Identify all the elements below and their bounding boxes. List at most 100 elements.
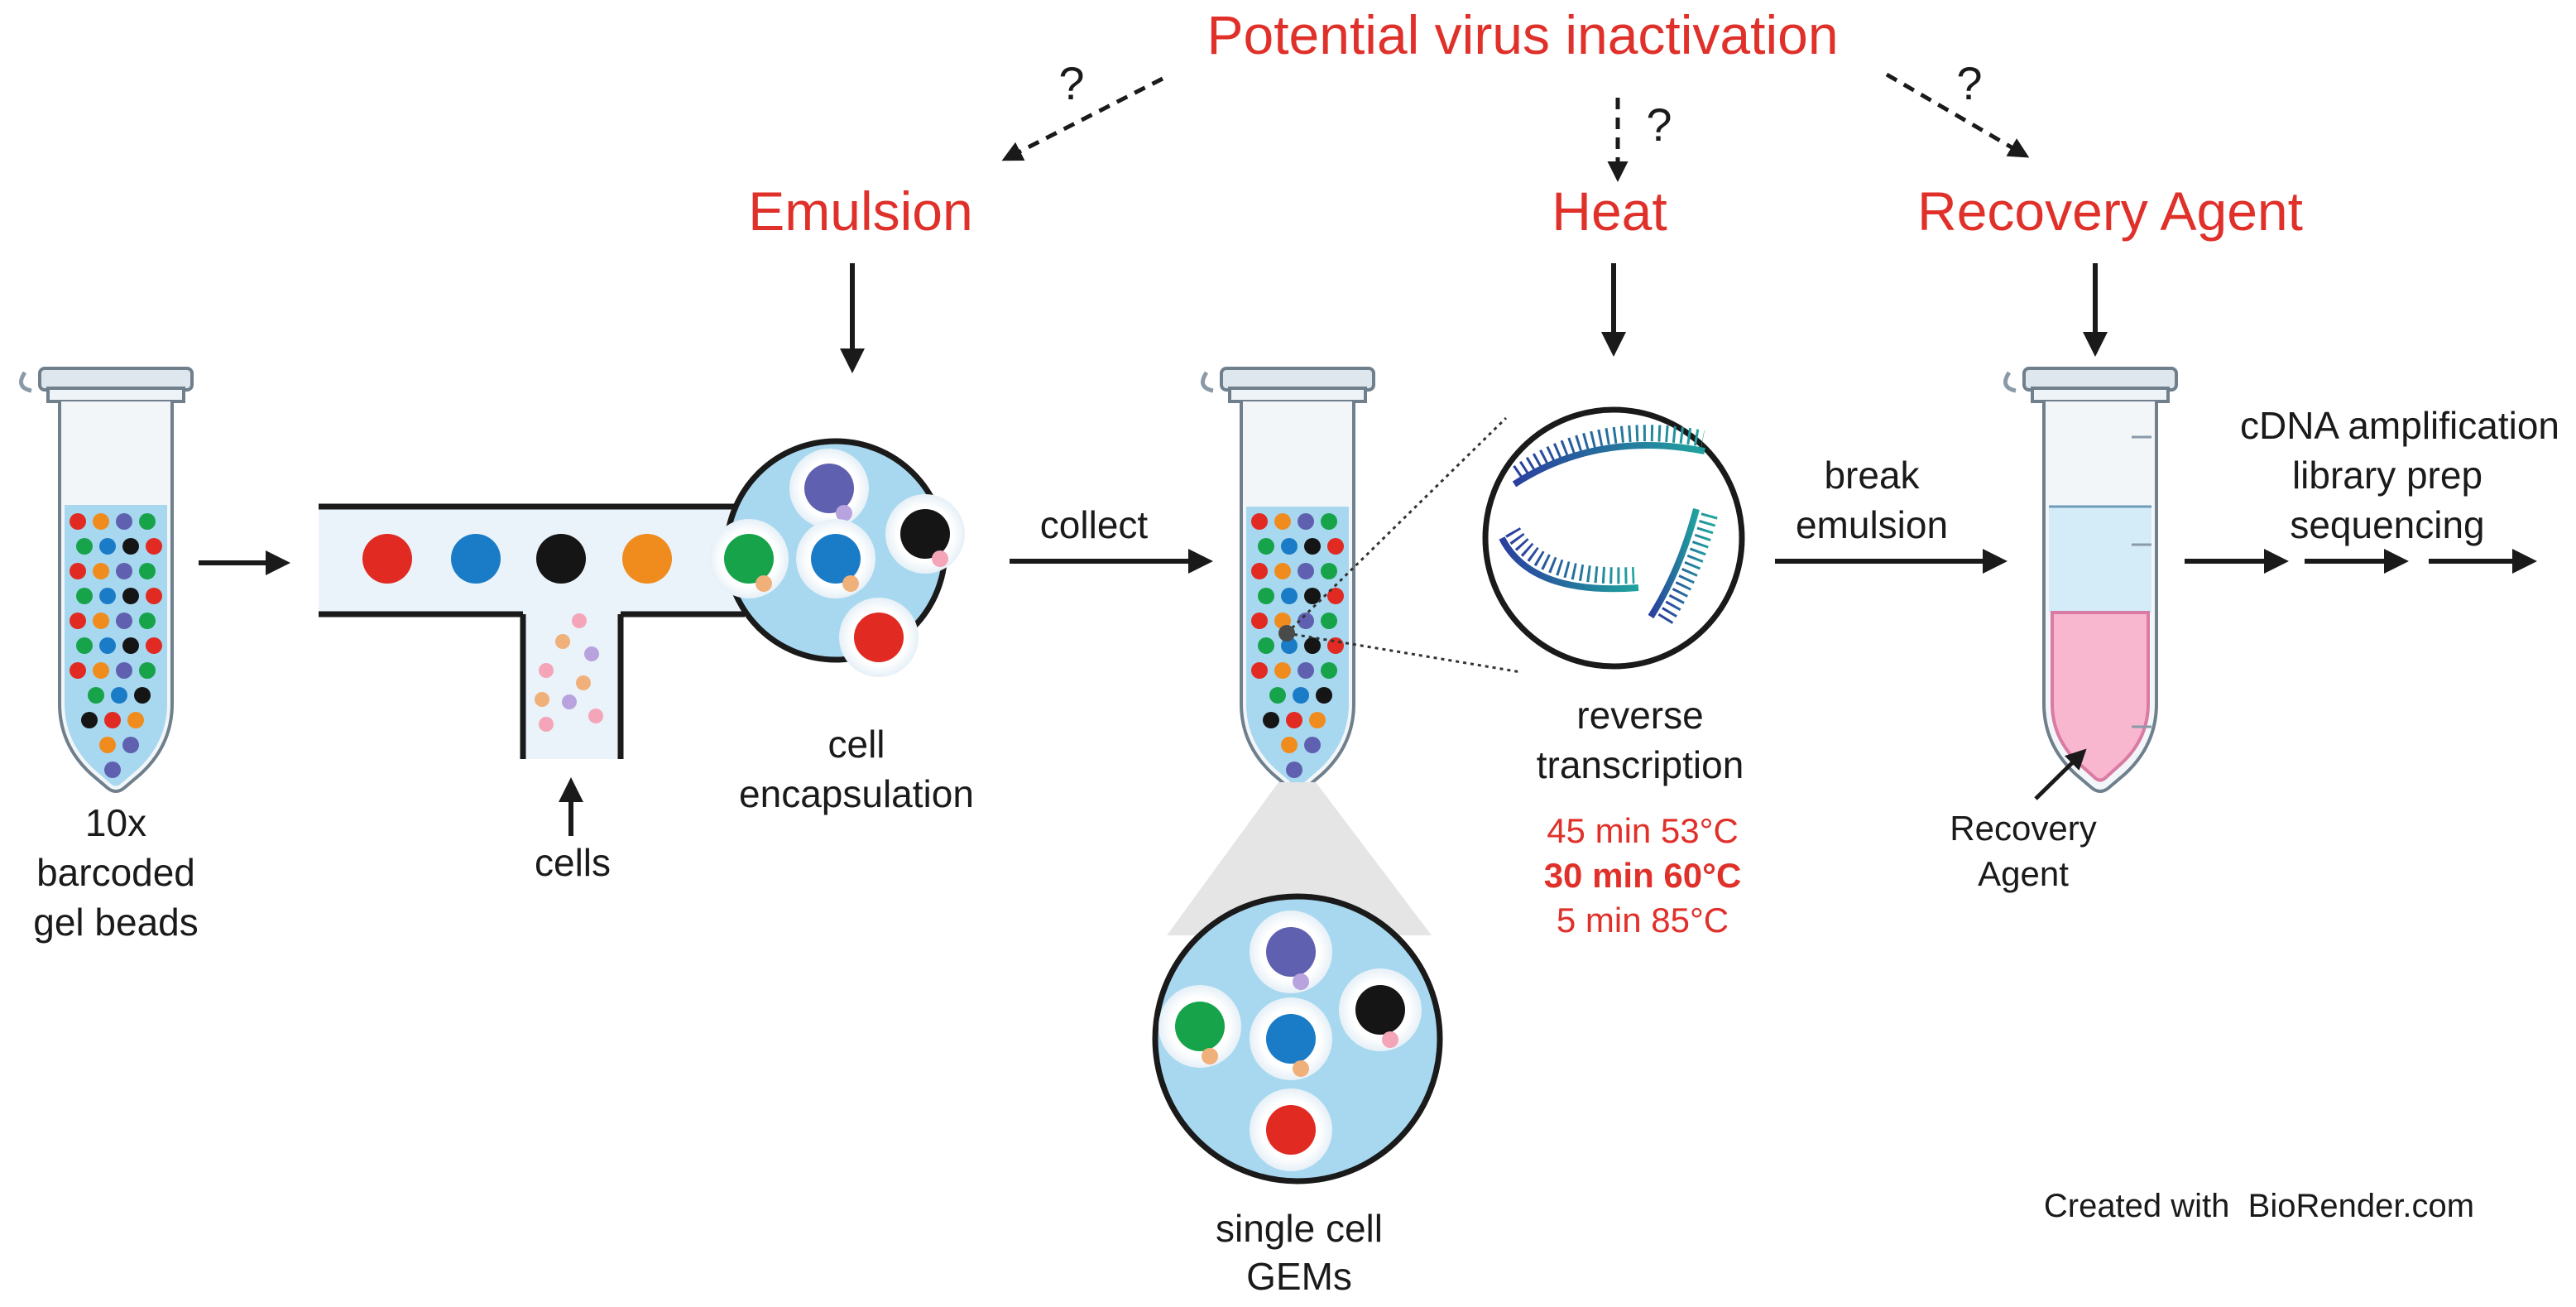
gem-bead (1266, 927, 1316, 977)
cell (562, 694, 577, 709)
gem-bead (1266, 1105, 1316, 1155)
gems-zoom-cone (1167, 782, 1432, 935)
label-cell-encapsulation-2: encapsulation (739, 772, 974, 815)
bead (1304, 737, 1321, 753)
reverse-transcription-zoom (1482, 406, 1745, 670)
bead (76, 538, 93, 555)
gem-cell (1382, 1031, 1398, 1048)
label-cells: cells (535, 841, 611, 884)
bead (99, 737, 116, 753)
label-gems-1: single cell (1216, 1207, 1383, 1250)
bead (1274, 563, 1291, 579)
bead (1251, 513, 1268, 530)
bead (134, 687, 151, 704)
droplet-cell (932, 550, 948, 567)
droplet-cell (842, 575, 859, 592)
bead (1293, 687, 1309, 704)
bead (122, 637, 139, 654)
diagram-title: Potential virus inactivation (1206, 4, 1838, 65)
bead (1327, 637, 1344, 654)
bead (1258, 588, 1274, 604)
bead (1286, 712, 1302, 728)
label-downstream-3: sequencing (2290, 503, 2484, 546)
bead (122, 588, 139, 604)
label-recovery-1: Recovery (1950, 809, 2096, 848)
label-recovery-2: Agent (1978, 854, 2069, 893)
bead (1281, 588, 1298, 604)
bead (99, 637, 116, 654)
bead (81, 712, 98, 728)
bead (1298, 662, 1314, 679)
droplet-bead (804, 464, 854, 513)
bead (1304, 538, 1321, 555)
bead (146, 588, 162, 604)
bead (116, 662, 132, 679)
question-mark-recovery: ? (1956, 57, 1982, 109)
droplet-bead (724, 534, 774, 584)
dashed-arrow-emulsion (1001, 76, 1164, 161)
bead (1263, 712, 1279, 728)
droplet-bead (811, 534, 861, 584)
channel-bead (451, 534, 501, 584)
gem-cell (1293, 1060, 1309, 1077)
bead (1298, 613, 1314, 629)
gem-bead (1355, 985, 1405, 1035)
bead (1281, 637, 1298, 654)
stage-emulsion: Emulsion (748, 180, 972, 242)
stage-heat: Heat (1552, 180, 1667, 242)
bead (70, 513, 86, 530)
dashed-arrow-recovery (1885, 72, 2030, 158)
bead (1251, 613, 1268, 629)
cell (576, 675, 591, 690)
cell (588, 709, 603, 723)
bead (1304, 588, 1321, 604)
bead (139, 613, 156, 629)
bead (116, 513, 132, 530)
arrow-recovery-agent-pointer (2034, 748, 2087, 800)
bead (93, 513, 109, 530)
bead (139, 513, 156, 530)
label-gems-2: GEMs (1246, 1255, 1352, 1298)
label-beads-1: 10x (85, 801, 146, 844)
label-break-2: emulsion (1796, 503, 1948, 546)
bead (122, 538, 139, 555)
bead (146, 637, 162, 654)
channel-beads (362, 534, 772, 584)
rt-zoom-line-1 (1285, 416, 1508, 635)
bead (99, 538, 116, 555)
gem-tube (1201, 367, 1375, 793)
bead (76, 637, 93, 654)
gem-bead (1266, 1014, 1316, 1064)
bead (139, 563, 156, 579)
droplet-bead (854, 613, 904, 662)
cell (555, 634, 570, 649)
bead (1298, 513, 1314, 530)
bead (1274, 662, 1291, 679)
droplet-cell (756, 575, 772, 592)
bead (1269, 687, 1286, 704)
cdna-strand-2 (1499, 526, 1639, 593)
label-beads-2: barcoded (36, 851, 195, 894)
bead (1258, 637, 1274, 654)
bead (1327, 588, 1344, 604)
label-rt-1: reverse (1576, 694, 1703, 737)
channel-bead (536, 534, 586, 584)
label-cell-encapsulation-1: cell (827, 723, 885, 766)
question-mark-heat: ? (1646, 99, 1672, 151)
label-rt-2: transcription (1537, 743, 1744, 786)
droplet-bead (900, 509, 950, 559)
bead (1321, 563, 1337, 579)
cell (535, 692, 549, 707)
bead (1281, 538, 1298, 555)
gem-cell (1293, 973, 1309, 990)
bead (104, 712, 121, 728)
rt-step-1: 45 min 53°C (1547, 811, 1739, 850)
bead (93, 613, 109, 629)
bead (1281, 737, 1298, 753)
question-mark-emulsion: ? (1058, 57, 1084, 109)
bead (111, 687, 127, 704)
bead (1251, 563, 1268, 579)
bead (70, 563, 86, 579)
bead (116, 563, 132, 579)
label-collect: collect (1040, 503, 1149, 546)
